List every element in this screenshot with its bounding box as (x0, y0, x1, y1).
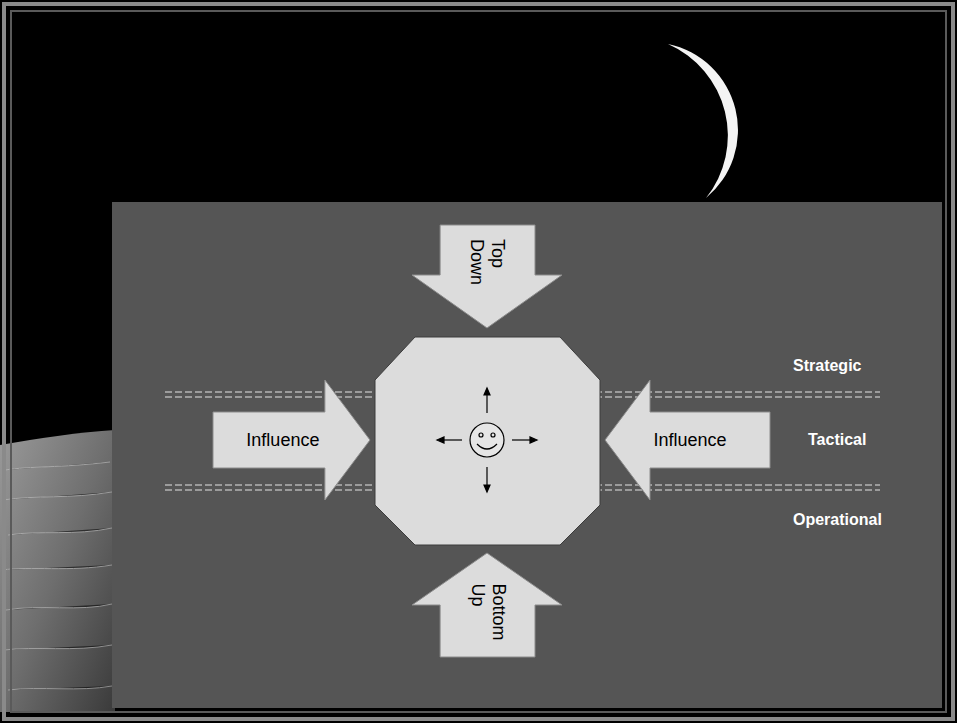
level-label: Operational (793, 511, 882, 529)
smiley-symbol (470, 423, 504, 457)
level-label: Strategic (793, 357, 861, 375)
frame-outer (4, 4, 953, 719)
level-label: Tactical (808, 431, 866, 449)
lunar-texture (2, 462, 112, 690)
earth-crescent (668, 44, 738, 198)
person-octagon (375, 337, 600, 545)
frame-inner (11, 11, 946, 712)
arrow-box: Top Down (412, 225, 562, 328)
content-panel (112, 202, 942, 708)
arrow-box: Influence (605, 380, 770, 500)
arrow-outline (412, 225, 562, 328)
arrow-outline (213, 380, 370, 500)
arrow-label: Bottom Up (466, 584, 508, 641)
outward-arrows (437, 388, 537, 492)
lunar-surface (0, 430, 115, 712)
arrow-label: Influence (246, 430, 319, 451)
arrow-box: Influence (213, 380, 370, 500)
arrow-label: Influence (653, 430, 726, 451)
arrow-label: Top Down (466, 239, 508, 285)
arrow-box: Bottom Up (412, 553, 562, 657)
arrow-outline (605, 380, 770, 500)
arrow-outline (412, 553, 562, 657)
